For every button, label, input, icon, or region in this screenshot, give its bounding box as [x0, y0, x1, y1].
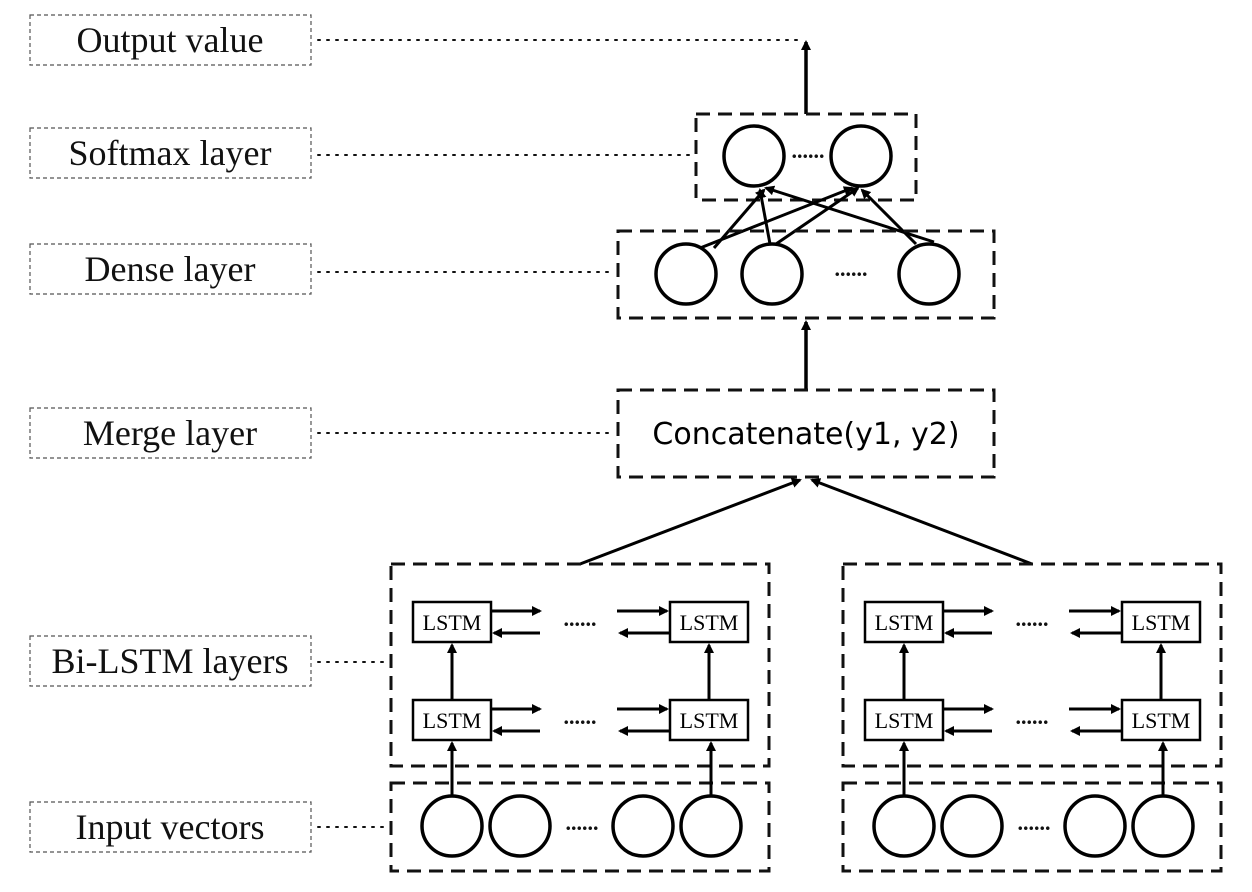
- input-left-box: [389, 781, 771, 873]
- lstm-ellipsis: ......: [564, 704, 597, 729]
- bilstm-left-bottom-row: LSTM LSTM ......: [411, 698, 750, 742]
- lstm-cell-label: LSTM: [1132, 708, 1191, 733]
- layer-label-merge: Merge layer: [29, 407, 312, 459]
- softmax-node-1: [722, 124, 786, 188]
- layer-label-softmax: Softmax layer: [29, 127, 312, 179]
- merge-operation-text: Concatenate(y1, y2): [652, 417, 959, 452]
- lstm-cell-label: LSTM: [875, 610, 934, 635]
- bilstm-right-box: [841, 562, 1223, 768]
- dense-node-3: [897, 242, 961, 306]
- dense-node-2: [740, 242, 804, 306]
- lstm-cell: [411, 600, 493, 644]
- lstm-cell-label: LSTM: [1132, 610, 1191, 635]
- lstm-cell-label: LSTM: [423, 708, 482, 733]
- layer-label-output-text: Output value: [77, 20, 264, 60]
- softmax-ellipsis: ......: [792, 138, 825, 163]
- input-node: [1131, 794, 1195, 858]
- layer-label-softmax-text: Softmax layer: [69, 133, 272, 173]
- input-node: [611, 794, 675, 858]
- lstm-cell-label: LSTM: [875, 708, 934, 733]
- lstm-ellipsis: ......: [564, 606, 597, 631]
- bilstm-right-to-merge-arrow: [810, 478, 1033, 566]
- lstm-cell-label: LSTM: [680, 610, 739, 635]
- lstm-cell: [863, 600, 945, 644]
- lstm-cell: [668, 600, 750, 644]
- softmax-layer-box: [694, 112, 918, 202]
- lstm-cell: [863, 698, 945, 742]
- lstm-cell: [1120, 600, 1202, 644]
- input-node: [1063, 794, 1127, 858]
- bilstm-right-top-row: LSTM LSTM ......: [863, 600, 1202, 644]
- layer-label-dense-text: Dense layer: [85, 249, 256, 289]
- edge-dense1-soft2: [689, 186, 854, 254]
- input-node: [679, 794, 743, 858]
- dense-ellipsis: ......: [835, 256, 868, 281]
- lstm-cell-label: LSTM: [680, 708, 739, 733]
- merge-layer-box: [616, 388, 996, 479]
- dense-layer-box: [616, 229, 996, 320]
- layer-label-merge-text: Merge layer: [83, 413, 257, 453]
- lstm-cell-label: LSTM: [423, 610, 482, 635]
- layer-label-bilstm: Bi-LSTM layers: [29, 635, 312, 687]
- lstm-ellipsis: ......: [1016, 704, 1049, 729]
- input-node: [420, 794, 484, 858]
- input-node: [872, 794, 936, 858]
- input-ellipsis: ......: [1018, 810, 1051, 835]
- edge-dense2-soft2: [775, 186, 860, 246]
- bilstm-right-bottom-row: LSTM LSTM ......: [863, 698, 1202, 742]
- input-right-box: [841, 781, 1223, 873]
- input-node: [940, 794, 1004, 858]
- bilstm-left-box: [389, 562, 771, 768]
- edge-dense3-soft2: [860, 188, 918, 246]
- layer-label-output: Output value: [29, 14, 312, 66]
- lstm-cell: [1120, 698, 1202, 742]
- lstm-ellipsis: ......: [1016, 606, 1049, 631]
- layer-label-bilstm-text: Bi-LSTM layers: [52, 641, 289, 681]
- edge-dense2-soft1: [756, 188, 772, 245]
- softmax-node-2: [829, 124, 893, 188]
- layer-label-input: Input vectors: [29, 801, 312, 853]
- dense-node-1: [654, 242, 718, 306]
- input-node: [488, 794, 552, 858]
- bilstm-left-to-merge-arrow: [579, 478, 802, 566]
- bilstm-left-top-row: LSTM LSTM ......: [411, 600, 750, 644]
- layer-label-dense: Dense layer: [29, 243, 312, 295]
- layer-label-input-text: Input vectors: [76, 807, 265, 847]
- input-ellipsis: ......: [566, 810, 599, 835]
